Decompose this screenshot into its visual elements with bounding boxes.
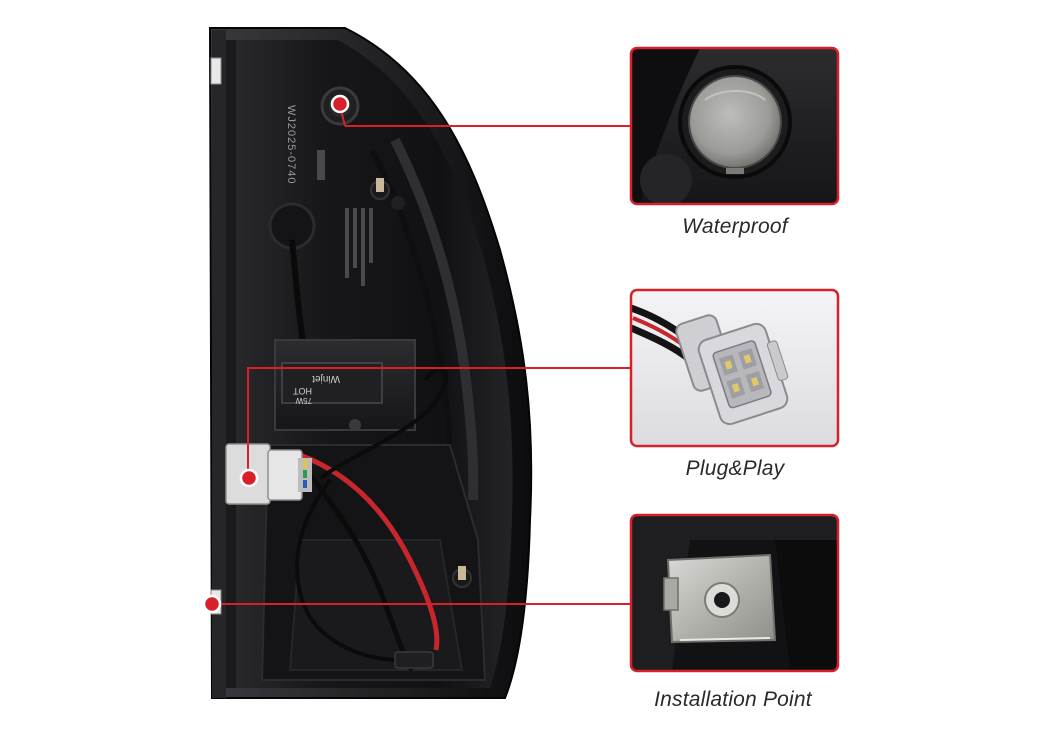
mounting-stud-top bbox=[370, 178, 405, 210]
detail-panel-waterproof bbox=[629, 46, 840, 206]
warning-watt-text: 75W bbox=[295, 396, 312, 405]
callout-line-2 bbox=[239, 367, 631, 488]
detail-panel-installation-point bbox=[629, 513, 840, 673]
brand-label-text: Winjet bbox=[312, 373, 340, 384]
warning-hot-text: HOT bbox=[293, 386, 313, 396]
caption-waterproof: Waterproof bbox=[682, 215, 788, 238]
caption-plug-play: Plug&Play bbox=[685, 457, 785, 480]
callout-line-1 bbox=[330, 94, 631, 127]
mounting-stud-bottom bbox=[452, 566, 472, 588]
harness-connector bbox=[225, 443, 312, 505]
caption-installation-point: Installation Point bbox=[654, 688, 812, 711]
callout-line-3 bbox=[202, 594, 631, 614]
tail-light-housing: WJ2025-0740 Winjet HOT 75W bbox=[208, 27, 533, 699]
callout-dot-3 bbox=[202, 594, 222, 614]
rubber-seal-icon bbox=[678, 65, 792, 179]
part-number-text: WJ2025-0740 bbox=[285, 105, 297, 185]
detail-panel-plug-play bbox=[629, 288, 840, 448]
callout-dot-2 bbox=[239, 468, 259, 488]
callout-dot-1 bbox=[330, 94, 350, 114]
mounting-clip-icon bbox=[663, 553, 777, 644]
connector-plug-icon bbox=[675, 314, 789, 426]
